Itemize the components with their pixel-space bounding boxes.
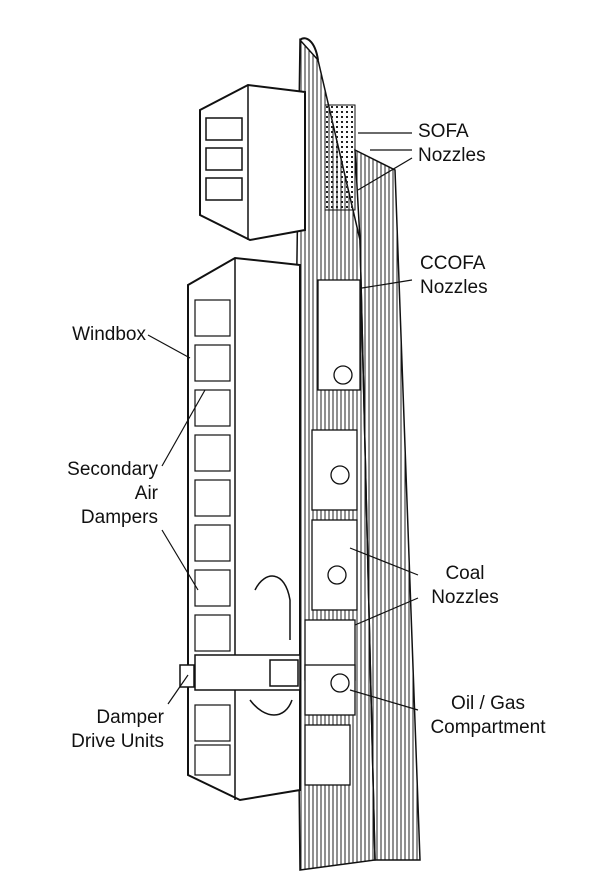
sofa-nozzles-label: SOFA Nozzles — [418, 120, 486, 168]
damper-drive-units-label: Damper Drive Units — [60, 706, 164, 754]
damper-drive-piping — [179, 575, 301, 716]
leader-lines — [147, 132, 419, 711]
secondary-air-dampers-label: Secondary Air Dampers — [40, 458, 158, 530]
ccofa-nozzles-label: CCOFA Nozzles — [420, 252, 488, 300]
oil-gas-label-line2: Compartment — [430, 717, 546, 738]
windbox-column — [187, 256, 301, 802]
sofa-label-line2: Nozzles — [418, 145, 486, 166]
damper-drive-label-line1: Damper — [96, 707, 164, 728]
oil-gas-label-line1: Oil / Gas — [451, 693, 525, 714]
secondary-air-label-line3: Dampers — [80, 507, 158, 528]
coal-label-line2: Nozzles — [431, 587, 499, 608]
windbox-label-line1: Windbox — [72, 324, 146, 345]
ccofa-label-line1: CCOFA — [420, 253, 486, 274]
sofa-label-line1: SOFA — [418, 121, 469, 142]
nozzle-compartments — [304, 279, 361, 786]
secondary-air-label-line1: Secondary — [67, 459, 158, 480]
windbox-label: Windbox — [56, 323, 146, 347]
sofa-box — [199, 83, 356, 242]
damper-drive-label-line2: Drive Units — [71, 731, 164, 752]
secondary-air-label-line2: Air — [134, 483, 158, 504]
ccofa-label-line2: Nozzles — [420, 277, 488, 298]
coal-label-line1: Coal — [445, 563, 485, 584]
oil-gas-compartment-label: Oil / Gas Compartment — [418, 692, 558, 740]
coal-nozzles-label: Coal Nozzles — [420, 562, 510, 610]
